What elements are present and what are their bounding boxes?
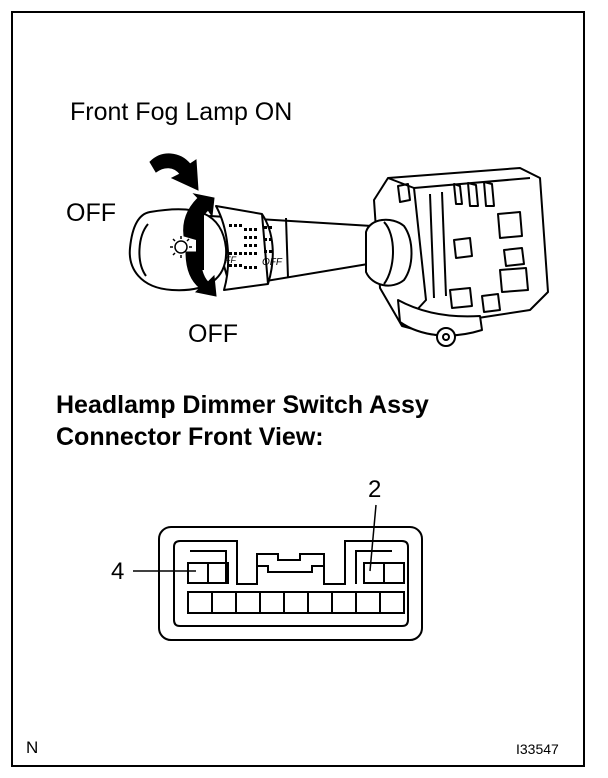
terminal-cavity: [379, 591, 405, 614]
connector-right-key: [355, 550, 392, 584]
terminal-cavity: [307, 591, 333, 614]
ring-marking-off-text: OFF: [262, 257, 283, 268]
terminal-cavity-3: [207, 562, 229, 584]
housing-ribs: [397, 181, 529, 313]
ring-marking-off-text: OFF: [218, 255, 236, 265]
off-upper-label: OFF: [66, 199, 116, 227]
ring-divider: [261, 213, 269, 285]
terminal-lower-row: [187, 591, 405, 614]
connector-front-view: [133, 504, 423, 641]
arrow-shaft: [196, 214, 204, 270]
terminal-cavity: [259, 591, 285, 614]
fog-lamp-icon: [170, 236, 192, 258]
stalk-collar: [365, 218, 413, 287]
terminal-cavity: [331, 591, 357, 614]
connector-left-key: [190, 550, 227, 584]
pin-2-label: 2: [368, 476, 382, 503]
connector-center-lock: [256, 565, 325, 584]
terminal-cavity: [283, 591, 309, 614]
mount-boss-hole: [442, 333, 450, 341]
off-lower-label: OFF: [188, 320, 238, 348]
pin-4-label: 4: [111, 558, 125, 585]
terminal-cavity: [187, 591, 213, 614]
body-lower-flange: [397, 299, 483, 337]
rotation-arrows: [149, 153, 217, 297]
terminal-cavity-2: [363, 562, 385, 584]
connector-housing-outer: [158, 526, 423, 641]
pin-2-leader-line: [369, 504, 377, 572]
terminal-cavity-4: [187, 562, 209, 584]
stalk-collar-rim: [383, 221, 394, 285]
ring-divider: [285, 217, 289, 279]
front-fog-lamp-on-label: Front Fog Lamp ON: [70, 98, 293, 126]
terminal-cavity: [355, 591, 381, 614]
knob-face-ridge: [138, 223, 149, 277]
corner-letter: N: [26, 738, 39, 757]
connector-heading-line-2: Connector Front View:: [56, 423, 324, 451]
connector-housing-inner: [173, 540, 409, 627]
terminal-cavity: [235, 591, 261, 614]
terminal-cavity: [211, 591, 237, 614]
rotate-to-fog-on-arrow: [149, 153, 199, 191]
figure-id: I33547: [516, 741, 559, 757]
connector-heading-line-1: Headlamp Dimmer Switch Assy: [56, 391, 429, 419]
connector-heading: Headlamp Dimmer Switch Assy Connector Fr…: [56, 389, 429, 453]
terminal-cavity-1: [383, 562, 405, 584]
